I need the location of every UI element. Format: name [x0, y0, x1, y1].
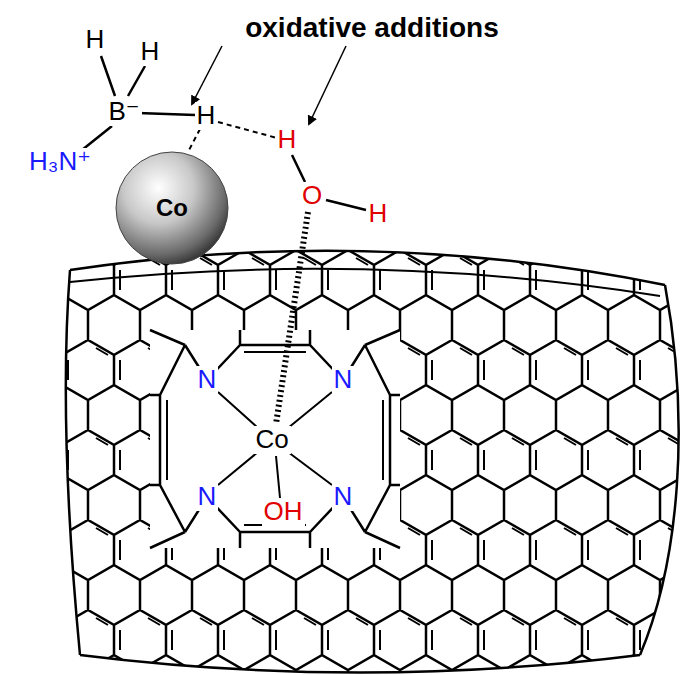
atom-label: Co	[253, 426, 290, 453]
atom-label: H	[276, 126, 299, 153]
tube-outline	[66, 251, 679, 673]
leader-arrow	[192, 46, 222, 104]
atom-label: N	[332, 366, 355, 393]
leader-arrow	[309, 46, 346, 124]
atom-label: O	[300, 182, 324, 209]
coordination-dash	[188, 129, 200, 152]
metal-nanoparticle: Co	[114, 150, 230, 266]
core-clearing	[150, 330, 400, 548]
atom-label: H	[84, 26, 107, 53]
double-bonds	[167, 352, 383, 525]
atom-label: N	[332, 483, 355, 510]
atom-label: H	[139, 38, 162, 65]
annotation-heading: oxidative additions	[243, 13, 501, 42]
tube-rim	[70, 269, 660, 296]
node-label: Co	[156, 194, 188, 222]
atom-label: B⁻	[106, 98, 141, 125]
hydrogen-bond	[218, 122, 277, 138]
atom-label: N	[196, 483, 219, 510]
atom-label: N	[196, 366, 219, 393]
atom-label: OH	[262, 498, 305, 525]
graphene-lattice	[0, 220, 696, 675]
coordination-bonds	[218, 392, 332, 498]
atom-label: H₃N⁺	[27, 148, 93, 175]
hashed-bond	[276, 212, 308, 424]
macrocycle-bonds	[150, 330, 400, 548]
atom-label: H	[367, 200, 390, 227]
atom-label: H	[195, 102, 218, 129]
